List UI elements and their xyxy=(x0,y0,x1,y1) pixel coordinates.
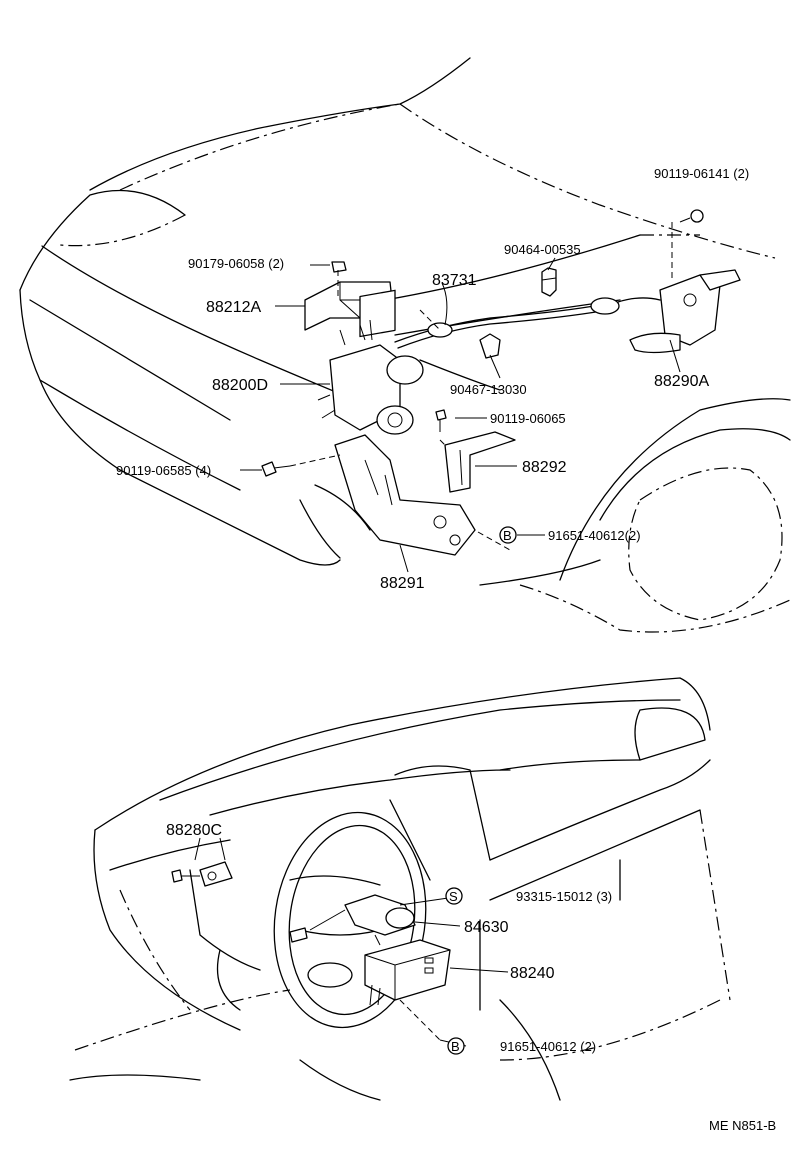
label-screw-91651-40612-dash: 91651-40612 (2) xyxy=(500,1039,596,1054)
steering-wheel xyxy=(273,811,427,1029)
label-switch-88280c: 88280C xyxy=(166,822,222,839)
label-bracket-88291: 88291 xyxy=(380,575,425,592)
dash-leader-lines xyxy=(194,837,509,1047)
label-nut-90179-06058: 90179-06058 (2) xyxy=(188,256,284,271)
label-bolt-90119-06141: 90119-06141 (2) xyxy=(654,166,749,181)
callout-b-dash xyxy=(447,1037,465,1055)
callout-b-dash-letter: B xyxy=(451,1039,460,1054)
actuator-88200d xyxy=(317,289,424,435)
callout-s-letter: S xyxy=(449,889,458,904)
switch-84630 xyxy=(289,894,416,946)
label-bolt-90119-06065: 90119-06065 xyxy=(490,411,566,426)
bolt-90119-06065 xyxy=(435,409,447,432)
sensor-88290a xyxy=(629,269,741,354)
label-switch-84630: 84630 xyxy=(464,919,509,936)
cable-83731 xyxy=(394,297,661,349)
bracket-88292 xyxy=(444,431,516,493)
bracket-88291 xyxy=(334,434,476,556)
label-bolt-90119-06585: 90119-06585 (4) xyxy=(116,463,211,478)
label-clamp-90464-00535: 90464-00535 xyxy=(504,242,581,257)
front-leader-lines xyxy=(240,257,681,573)
label-clip-90467-13030: 90467-13030 xyxy=(450,382,527,397)
label-cable-83731: 83731 xyxy=(432,272,477,289)
diagram-code: ME N851-B xyxy=(709,1118,776,1133)
bolt-90119-06141 xyxy=(671,209,704,280)
label-ecu-88240: 88240 xyxy=(510,965,555,982)
label-actuator-88200d: 88200D xyxy=(212,377,268,394)
callout-s xyxy=(445,887,463,905)
callout-b-front-letter: B xyxy=(503,528,512,543)
dashboard-outline xyxy=(69,677,731,1101)
bolt-90119-06585 xyxy=(261,461,291,477)
clamp-90464 xyxy=(541,267,557,297)
callout-b-front xyxy=(499,526,517,544)
label-bracket-88292: 88292 xyxy=(522,459,567,476)
ecu-88240 xyxy=(364,939,451,1006)
label-screw-91651-40612-front: 91651-40612(2) xyxy=(548,528,641,543)
vehicle-front-outline xyxy=(19,57,791,633)
switch-88280c xyxy=(171,861,233,887)
nut-90179 xyxy=(331,261,347,273)
label-bracket-88212a: 88212A xyxy=(206,299,261,316)
clip-90467 xyxy=(479,333,501,359)
label-screw-93315-15012: 93315-15012 (3) xyxy=(516,889,612,904)
label-sensor-88290a: 88290A xyxy=(654,373,709,390)
